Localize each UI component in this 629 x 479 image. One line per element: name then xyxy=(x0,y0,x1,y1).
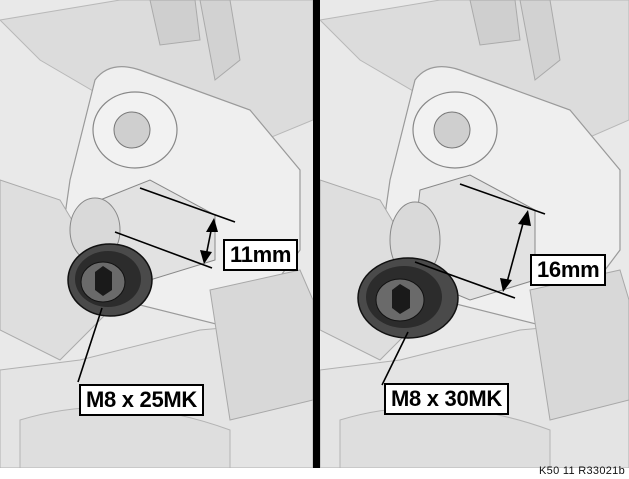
left-panel-drawing xyxy=(0,0,313,468)
reference-code: K50 11 R33021b xyxy=(539,465,625,477)
left-dimension-label: 11mm xyxy=(223,239,299,271)
left-fastener-label: M8 x 25MK xyxy=(79,384,205,416)
right-fastener-label: M8 x 30MK xyxy=(384,383,510,415)
right-dimension-label: 16mm xyxy=(530,254,607,286)
panel-divider xyxy=(313,0,320,468)
